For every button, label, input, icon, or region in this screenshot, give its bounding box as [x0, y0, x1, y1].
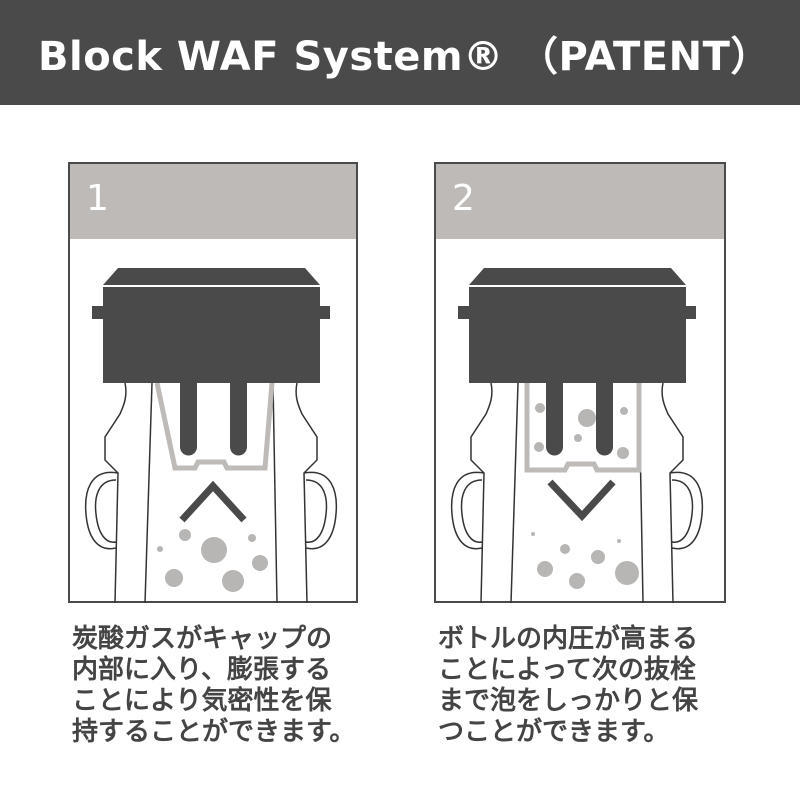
cap	[92, 268, 330, 456]
seal-liner-pressed	[524, 383, 642, 473]
step-1-illustration: 1	[68, 162, 358, 603]
bubbles	[531, 532, 639, 589]
step-number: 2	[452, 178, 475, 219]
caption-line: つことができます。	[438, 717, 670, 747]
liner-bubbles	[534, 403, 629, 459]
arrow-down-icon	[547, 479, 616, 522]
step-2-illustration: 2	[434, 162, 726, 603]
caption-line: 内部に入り、膨張する	[72, 655, 331, 685]
caption-line: 持することができます。	[72, 717, 356, 747]
bottle-cap-diagram-1	[68, 162, 358, 603]
step-band	[70, 164, 356, 239]
cap	[458, 268, 696, 456]
step-2-caption: ボトルの内圧が高まる ことによって次の抜栓 まで泡をしっかりと保 つことができま…	[438, 624, 748, 748]
header-bar: Block WAF System® （PATENT）	[0, 0, 800, 105]
bubbles	[157, 529, 268, 592]
caption-line: まで泡をしっかりと保	[438, 686, 699, 716]
bottle-cap-diagram-2	[434, 162, 726, 603]
step-band	[436, 164, 724, 239]
caption-line: 炭酸ガスがキャップの	[72, 624, 333, 654]
bottle-outline	[450, 382, 704, 603]
page-title: Block WAF System® （PATENT）	[38, 34, 771, 80]
step-number: 1	[86, 178, 109, 219]
step-1-caption: 炭酸ガスがキャップの 内部に入り、膨張する ことにより気密性を保 持することがで…	[72, 624, 382, 748]
caption-line: ボトルの内圧が高まる	[438, 624, 699, 654]
caption-line: ことによって次の抜栓	[438, 655, 696, 685]
seal-liner-expanded	[154, 382, 275, 471]
arrow-up-icon	[179, 480, 247, 523]
bottle-outline	[84, 382, 338, 603]
caption-line: ことにより気密性を保	[72, 686, 332, 716]
